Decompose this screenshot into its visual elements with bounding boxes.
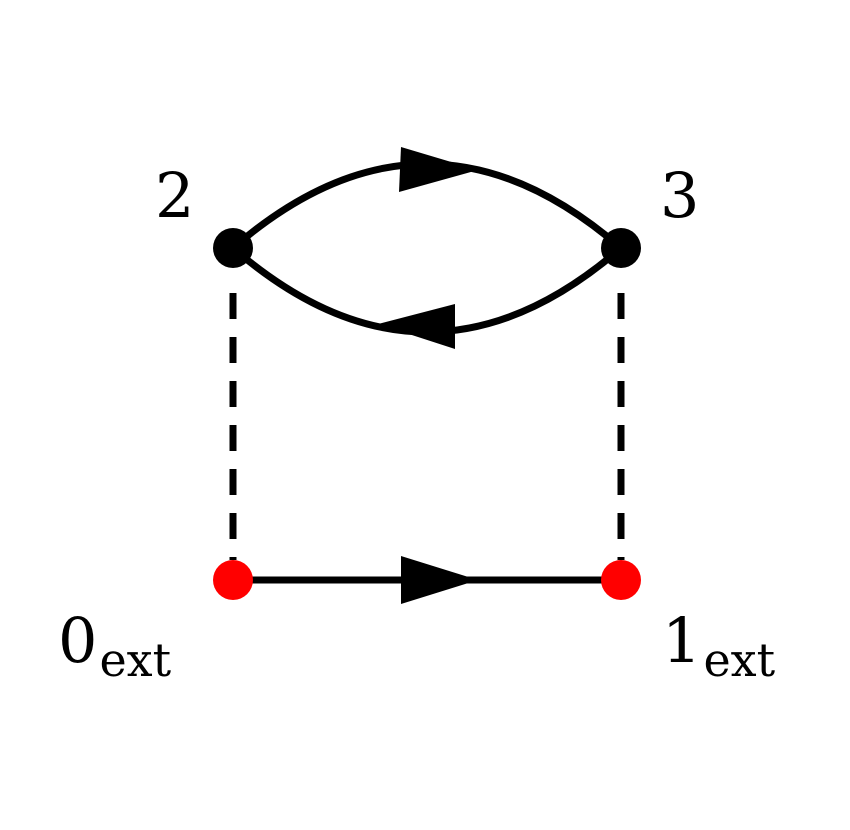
vertex-label-1-subscript: ext — [703, 633, 776, 687]
vertex-label-3-text: 3 — [660, 159, 700, 232]
vertex-label-1-ext: 1ext — [662, 610, 775, 684]
vertex-label-0-ext: 0ext — [58, 610, 171, 684]
vertex-label-2: 2 — [155, 165, 194, 227]
vertex-2 — [213, 228, 253, 268]
vertex-label-0-subscript: ext — [99, 633, 172, 687]
arrow-lower-left — [378, 304, 455, 349]
vertex-1-ext — [601, 560, 641, 600]
vertex-0-ext — [213, 560, 253, 600]
arrow-upper-right — [399, 147, 478, 192]
vertex-label-2-text: 2 — [155, 159, 195, 232]
vertex-label-3: 3 — [660, 165, 699, 227]
vertex-label-1-text: 1 — [662, 604, 702, 677]
vertex-3 — [601, 228, 641, 268]
vertex-label-0-text: 0 — [58, 604, 98, 677]
arrow-straight-right — [401, 556, 478, 604]
